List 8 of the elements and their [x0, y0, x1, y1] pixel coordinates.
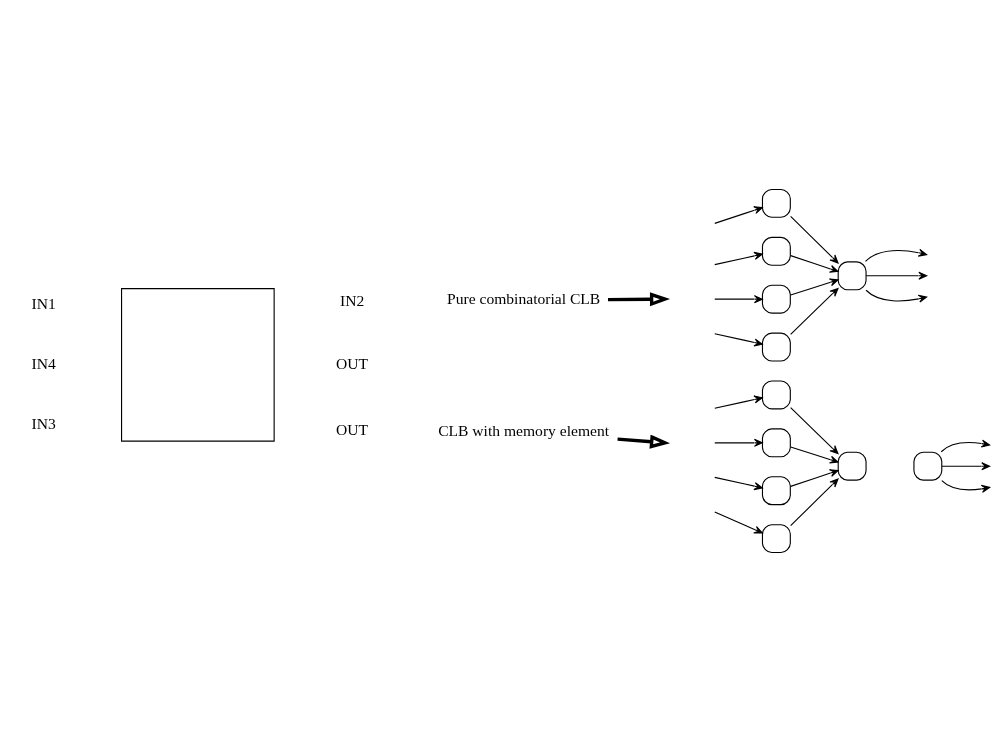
node-text: IN4: [30, 355, 56, 372]
node-text: OUT: [335, 355, 368, 372]
node-text: IN2: [339, 291, 364, 309]
node-text: Pure combinatorial CLB: [446, 290, 600, 308]
node-text: IN1: [30, 294, 56, 312]
node-text: OUT: [335, 420, 368, 438]
node-text: IN3: [30, 415, 56, 433]
node-text: CLB with memory element: [437, 421, 609, 439]
